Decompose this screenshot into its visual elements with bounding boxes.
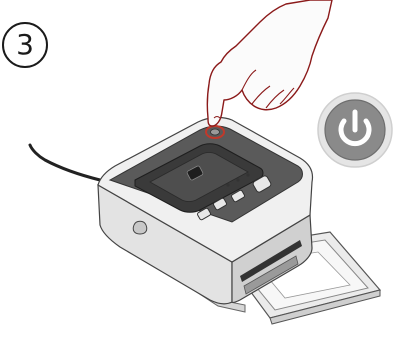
- step-number: 3: [16, 28, 34, 61]
- power-icon: [338, 109, 372, 147]
- power-cord: [28, 143, 102, 182]
- panel-led-2: [236, 178, 240, 182]
- side-logo-badge: [132, 220, 148, 235]
- front-slot: [240, 240, 302, 282]
- panel-button-4: [252, 175, 272, 193]
- panel-led-3: [246, 173, 250, 177]
- step-number-badge: 3: [2, 22, 48, 68]
- panel-button-1: [197, 207, 211, 221]
- power-button-callout: [317, 92, 393, 168]
- printer-body-side: [97, 183, 233, 305]
- hand-pressing-button: [206, 0, 333, 127]
- panel-button-3: [231, 189, 245, 203]
- panel-led-1: [226, 183, 230, 187]
- front-card-slots: [243, 255, 299, 295]
- control-panel: [197, 173, 272, 221]
- panel-button-2: [213, 197, 227, 211]
- dock-connector-icon: [186, 165, 204, 181]
